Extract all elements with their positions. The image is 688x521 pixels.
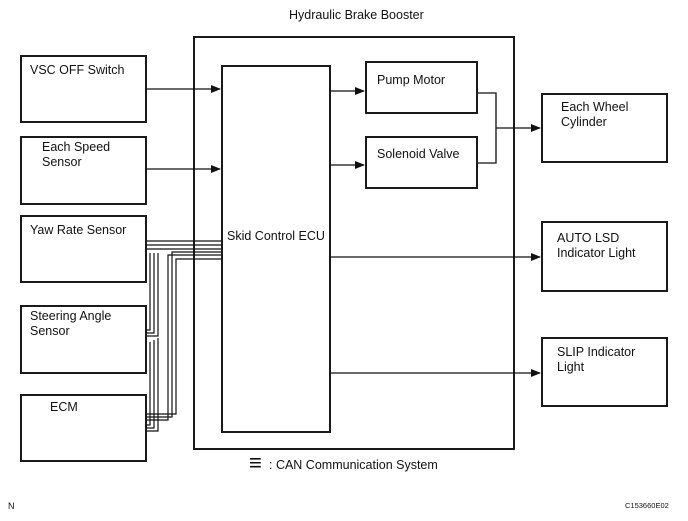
each-speed-sensor-label: Each Speed Sensor [42, 140, 111, 169]
corner-left-mark: N [8, 501, 15, 511]
slip-indicator-label: SLIP Indicator Light [557, 345, 636, 374]
yaw-rate-sensor-label: Yaw Rate Sensor [30, 223, 127, 237]
wire-solenoid-to-merge [478, 128, 497, 164]
each-wheel-cylinder-box: Each Wheel Cylinder [541, 93, 668, 163]
skid-control-ecu-label: Skid Control ECU [227, 229, 325, 243]
can-bus [147, 240, 221, 432]
steering-angle-sensor-label: Steering Angle Sensor [30, 309, 112, 338]
each-wheel-cylinder-label: Each Wheel Cylinder [561, 100, 629, 129]
auto-lsd-indicator-label: AUTO LSD Indicator Light [557, 231, 636, 260]
can-legend-text: : CAN Communication System [269, 458, 438, 472]
solenoid-valve-label: Solenoid Valve [377, 147, 460, 161]
each-speed-sensor-box: Each Speed Sensor [20, 136, 147, 205]
vsc-off-switch-box: VSC OFF Switch [20, 55, 147, 123]
skid-control-ecu-box: Skid Control ECU [221, 65, 331, 433]
wire-pump-to-merge [478, 92, 497, 128]
pump-motor-label: Pump Motor [377, 73, 446, 87]
vsc-off-switch-label: VSC OFF Switch [30, 63, 125, 77]
yaw-rate-sensor-box: Yaw Rate Sensor [20, 215, 147, 283]
pump-motor-box: Pump Motor [365, 61, 478, 114]
slip-indicator-box: SLIP Indicator Light [541, 337, 668, 407]
solenoid-valve-box: Solenoid Valve [365, 136, 478, 189]
figure-code: C153660E02 [625, 501, 669, 510]
diagram-title: Hydraulic Brake Booster [289, 8, 424, 22]
can-legend-symbol: ≡ [249, 450, 262, 475]
auto-lsd-indicator-box: AUTO LSD Indicator Light [541, 221, 668, 292]
ecm-label: ECM [50, 400, 78, 414]
steering-angle-sensor-box: Steering Angle Sensor [20, 305, 147, 374]
ecm-box: ECM [20, 394, 147, 462]
